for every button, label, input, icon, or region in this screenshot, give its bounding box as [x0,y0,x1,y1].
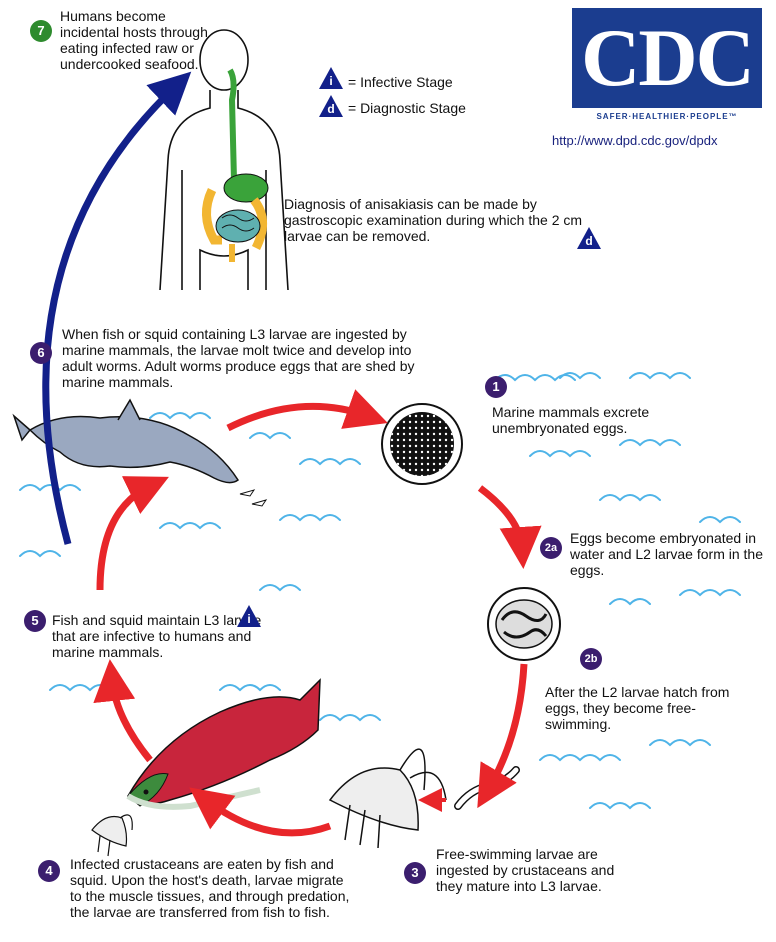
step-2a-badge: 2a [540,537,562,559]
diagnostic-symbol: d [327,102,335,116]
step-3-text: Free-swimming larvae are ingested by cru… [436,846,615,894]
cdc-logo-text: CDC [581,12,755,103]
step-7-badge: 7 [30,20,52,42]
step-2b-text: After the L2 larvae hatch from eggs, the… [545,684,730,732]
infective-symbol: i [329,74,333,88]
unembryonated-egg-icon [381,403,463,485]
water-waves [19,372,741,810]
infective-stage-label: = Infective Stage [348,74,453,90]
step-2a-text: Eggs become embryonated in water and L2 … [570,530,763,578]
cdc-tagline: SAFER·HEALTHIER·PEOPLE™ [596,112,738,121]
small-crustacean-icon [91,814,133,857]
step-6-badge: 6 [30,342,52,364]
crustacean-icon [328,748,447,849]
step-1-text: Marine mammals excrete unembryonated egg… [492,404,650,436]
infective-stage-icon: i [236,604,262,628]
infective-symbol-2: i [247,612,251,626]
step-6-text: When fish or squid containing L3 larvae … [62,326,415,390]
human-infection-arrow [42,71,192,545]
step-5-text: Fish and squid maintain L3 larvae that a… [52,612,262,660]
diagnostic-symbol-2: d [585,234,593,248]
step-4-text: Infected crustaceans are eaten by fish a… [70,856,350,920]
step-5-badge: 5 [24,610,46,632]
cdc-url-link[interactable]: http://www.dpd.cdc.gov/dpdx [552,133,718,148]
dolphin-icon [12,398,268,507]
step-2b-badge: 2b [580,648,602,670]
diagnostic-stage-legend-icon: d [318,94,344,118]
step-4-badge: 4 [38,860,60,882]
digestive-tract-icon [202,68,269,262]
step-7-text: Humans become incidental hosts through e… [60,8,208,72]
step-1-badge: 1 [485,376,507,398]
diagnosis-text: Diagnosis of anisakiasis can be made by … [284,196,583,244]
fish-icon [126,678,321,810]
diagnostic-stage-label: = Diagnostic Stage [348,100,466,116]
cdc-logo: CDC SAFER·HEALTHIER·PEOPLE™ [572,8,762,128]
embryonated-egg-icon [487,587,561,661]
cycle-arrows [93,389,542,837]
infective-stage-legend-icon: i [318,66,344,90]
diagnostic-stage-icon: d [576,226,602,250]
step-3-badge: 3 [404,862,426,884]
